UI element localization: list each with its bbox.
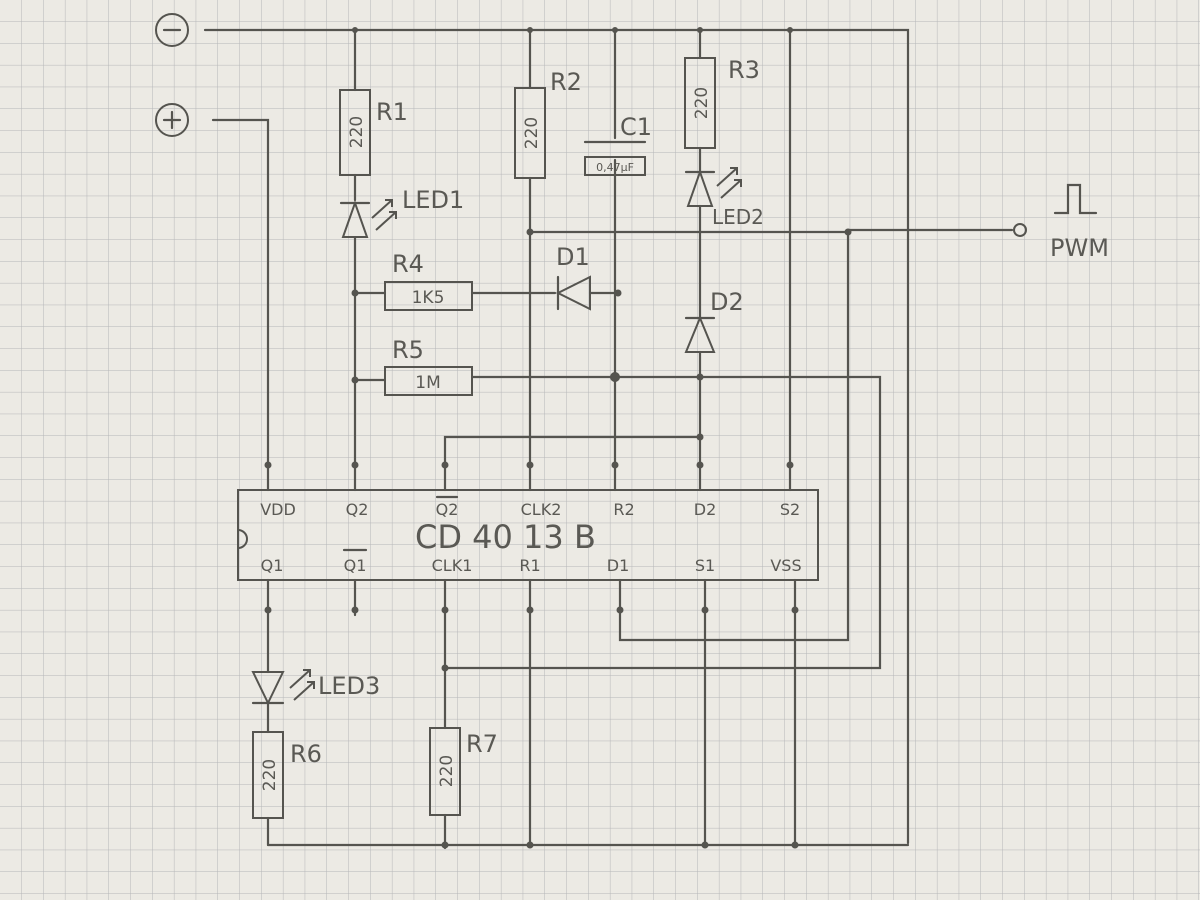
chip-pin-s2: S2 xyxy=(780,500,800,519)
chip-pin-s1: S1 xyxy=(695,556,715,575)
led1: LED1 xyxy=(339,186,464,238)
svg-text:1M: 1M xyxy=(415,373,440,393)
resistor-r2: 220 R2 xyxy=(514,68,582,179)
junction-dots xyxy=(264,27,852,849)
resistor-r4: 1K5 R4 xyxy=(384,250,473,311)
chip-pin-d2: D2 xyxy=(694,500,717,519)
led3: LED3 xyxy=(251,669,380,706)
led2-label: LED2 xyxy=(712,205,764,229)
chip-pin-clk1: CLK1 xyxy=(432,556,473,575)
chip-pin-vdd: VDD xyxy=(260,500,296,519)
chip-cd4013b: CD 40 13 B VDD Q2 Q2 CLK2 R2 D2 S2 Q1 Q1… xyxy=(237,489,819,581)
chip-pin-q2: Q2 xyxy=(346,500,369,519)
svg-text:220: 220 xyxy=(260,759,280,791)
diode-d2-label: D2 xyxy=(710,288,744,316)
pwm-label: PWM xyxy=(1050,234,1109,262)
resistor-r2-label: R2 xyxy=(550,68,582,96)
resistor-r3-label: R3 xyxy=(728,56,760,84)
resistor-r1-label: R1 xyxy=(376,98,408,126)
resistor-r1: 220 R1 xyxy=(339,89,408,176)
svg-text:220: 220 xyxy=(347,116,367,148)
capacitor-c1: 0,47µF C1 xyxy=(583,113,652,176)
chip-pin-d1: D1 xyxy=(607,556,630,575)
capacitor-c1-label: C1 xyxy=(620,113,652,141)
chip-pin-r1: R1 xyxy=(519,556,540,575)
chip-pin-vss: VSS xyxy=(770,556,801,575)
chip-pin-q2-bar: Q2 xyxy=(436,500,459,519)
resistor-r5: 1M R5 xyxy=(384,336,473,396)
positive-terminal xyxy=(155,103,189,137)
svg-text:220: 220 xyxy=(437,755,457,787)
chip-name: CD 40 13 B xyxy=(415,518,596,556)
resistor-r4-label: R4 xyxy=(392,250,424,278)
svg-text:1K5: 1K5 xyxy=(412,288,445,308)
resistor-r3: 220 R3 xyxy=(684,56,760,149)
resistor-r5-label: R5 xyxy=(392,336,424,364)
svg-text:0,47µF: 0,47µF xyxy=(596,161,634,174)
resistor-r7: 220 R7 xyxy=(429,727,498,816)
svg-text:220: 220 xyxy=(522,117,542,149)
svg-text:220: 220 xyxy=(692,87,712,119)
diode-d1-label: D1 xyxy=(556,243,590,271)
chip-pin-q1: Q1 xyxy=(261,556,284,575)
chip-pin-q1-bar: Q1 xyxy=(344,556,367,575)
resistor-r6: 220 R6 xyxy=(252,731,322,819)
negative-terminal xyxy=(155,13,189,47)
resistor-r7-label: R7 xyxy=(466,730,498,758)
chip-pin-r2: R2 xyxy=(613,500,634,519)
led3-label: LED3 xyxy=(318,672,380,700)
diode-d1: D1 xyxy=(555,243,591,311)
diode-d2: D2 xyxy=(684,288,744,353)
led2: LED2 xyxy=(684,167,764,229)
led1-label: LED1 xyxy=(402,186,464,214)
resistor-r6-label: R6 xyxy=(290,740,322,768)
chip-pin-clk2: CLK2 xyxy=(521,500,562,519)
wires xyxy=(203,28,1098,850)
